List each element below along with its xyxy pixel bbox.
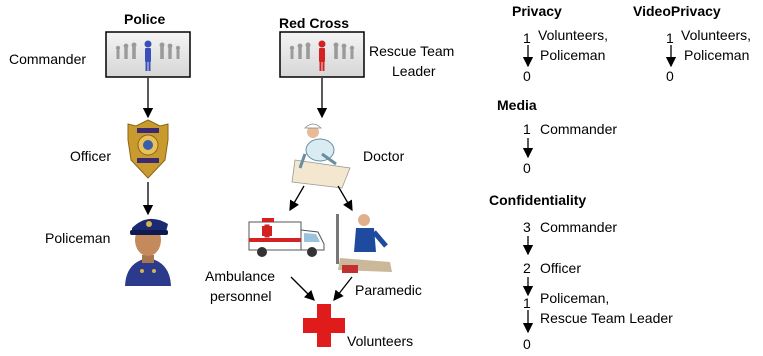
ambulance-label-line2: personnel (210, 288, 272, 304)
commander-crowd-image (105, 31, 191, 78)
confidentiality-label-3: Commander (540, 219, 618, 235)
leader-label-line1: Rescue Team (369, 43, 455, 59)
privacy-label-line2: Policeman (540, 47, 606, 63)
policeman-label: Policeman (45, 230, 111, 246)
leader-label-line2: Leader (392, 63, 436, 79)
paramedic-icon (336, 214, 392, 273)
media-label: Commander (540, 121, 618, 137)
confidentiality-level-0: 0 (523, 336, 531, 352)
privacy-level-0: 0 (523, 68, 531, 84)
confidentiality-level-1: 1 (523, 295, 531, 311)
confidentiality-label-1-line2: Rescue Team Leader (540, 310, 673, 326)
media-level-0: 0 (523, 160, 531, 176)
videoprivacy-level-1: 1 (666, 30, 674, 46)
leader-figure-icon (318, 40, 326, 71)
privacy-label-line1: Volunteers, (538, 27, 609, 43)
redcross-title: Red Cross (279, 15, 350, 31)
videoprivacy-level-0: 0 (666, 68, 674, 84)
doctor-label: Doctor (363, 148, 405, 164)
media-title: Media (497, 97, 537, 113)
red-cross-icon (303, 304, 345, 347)
confidentiality-level-2: 2 (523, 260, 531, 276)
videoprivacy-title: VideoPrivacy (633, 3, 721, 19)
policeman-icon (125, 218, 171, 286)
confidentiality-label-1-line1: Policeman, (540, 290, 610, 306)
media-level-1: 1 (523, 121, 531, 137)
commander-label: Commander (9, 51, 87, 67)
policy-arrows (522, 45, 677, 334)
privacy-title: Privacy (512, 3, 562, 19)
ambulance-label-line1: Ambulance (205, 268, 276, 284)
videoprivacy-label-line2: Policeman (684, 47, 750, 63)
volunteers-label: Volunteers (347, 333, 414, 349)
officer-label: Officer (70, 148, 111, 164)
police-title: Police (124, 11, 166, 27)
leader-crowd-image (279, 31, 365, 78)
confidentiality-label-2: Officer (540, 260, 581, 276)
paramedic-label: Paramedic (355, 282, 422, 298)
privacy-level-1: 1 (523, 30, 531, 46)
commander-figure-icon (144, 40, 152, 71)
doctor-icon (291, 123, 351, 189)
hierarchy-arrows (142, 78, 353, 302)
police-badge-icon (127, 119, 169, 179)
confidentiality-level-3: 3 (523, 219, 531, 235)
ambulance-icon (248, 218, 325, 257)
videoprivacy-label-line1: Volunteers, (681, 27, 752, 43)
confidentiality-title: Confidentiality (489, 192, 587, 208)
